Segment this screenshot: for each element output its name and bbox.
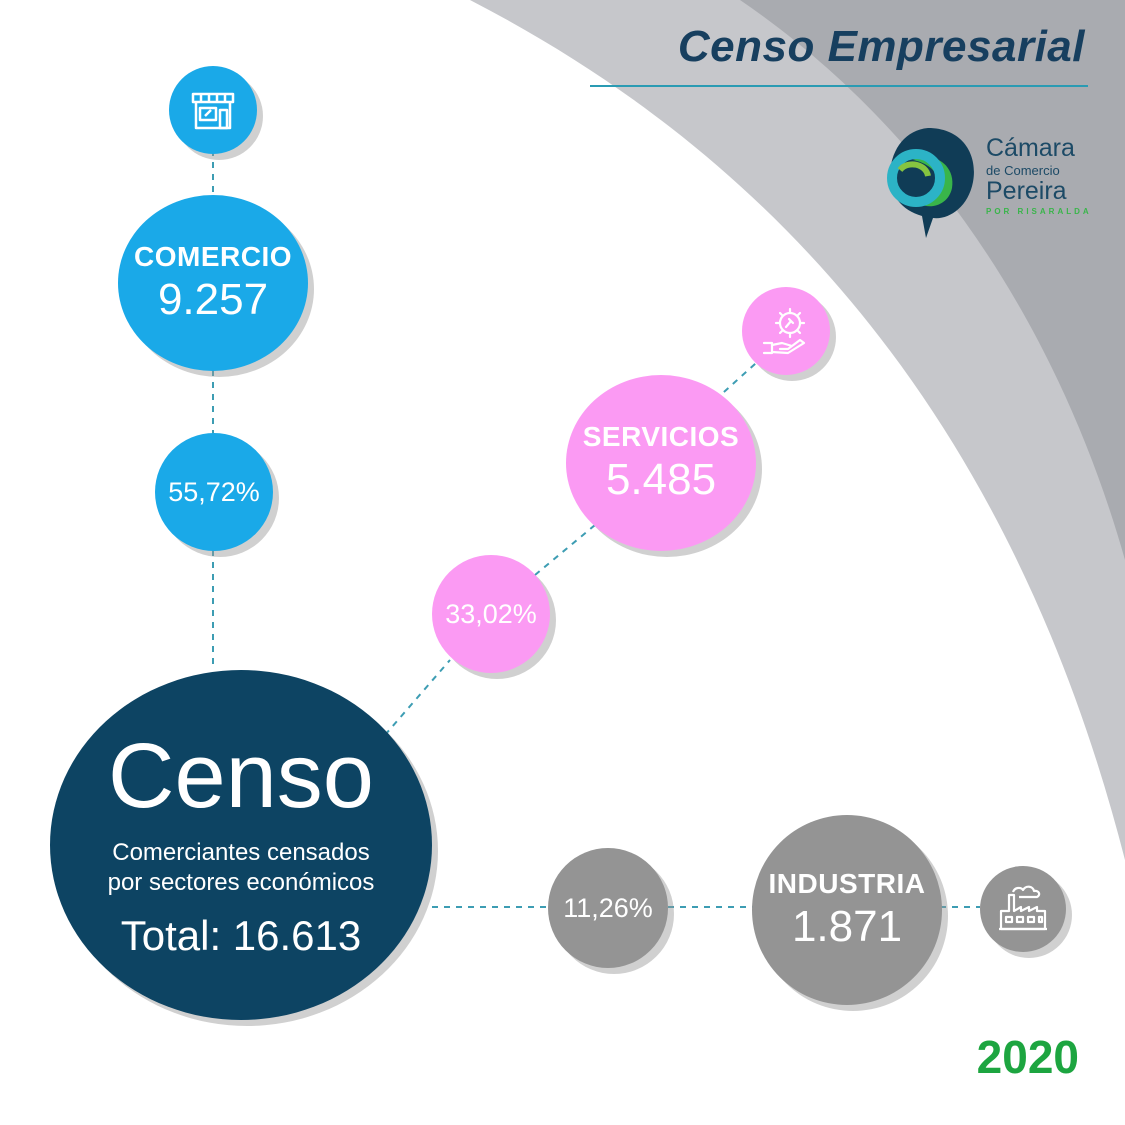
censo-total: Total: 16.613: [120, 912, 362, 959]
comercio-circle: COMERCIO 9.257: [118, 195, 308, 371]
censo-subtitle: Comerciantes censados por sectores econó…: [108, 838, 375, 898]
servicios-circle: SERVICIOS 5.485: [566, 375, 756, 551]
title-underline: [590, 85, 1088, 87]
chamber-logo-icon: [887, 128, 974, 238]
industria-circle: INDUSTRIA 1.871: [752, 815, 942, 1005]
logo-line-pereira: Pereira: [986, 177, 1067, 205]
censo-title: Censo: [108, 725, 374, 827]
page-title: Censo Empresarial: [677, 22, 1085, 71]
censo-subtitle-line1: Comerciantes censados: [112, 839, 370, 866]
store-icon: [191, 92, 235, 130]
chamber-logo: Cámara de Comercio Pereira POR RISARALDA: [878, 120, 1108, 240]
comercio-percent: 55,72%: [168, 476, 260, 507]
comercio-value: 9.257: [157, 275, 269, 324]
factory-icon: [999, 885, 1047, 931]
industria-icon-circle: [980, 866, 1066, 952]
industria-percent: 11,26%: [563, 892, 653, 923]
servicios-percent: 33,02%: [445, 598, 537, 629]
year-label: 2020: [976, 1031, 1079, 1083]
servicios-value: 5.485: [605, 455, 717, 504]
comercio-label: COMERCIO: [134, 241, 292, 272]
industria-value: 1.871: [791, 902, 903, 951]
logo-line-camara: Cámara: [986, 134, 1075, 162]
industria-percent-circle: 11,26%: [548, 848, 668, 968]
comercio-percent-circle: 55,72%: [155, 433, 273, 551]
logo-line-risaralda: POR RISARALDA: [986, 207, 1092, 216]
censo-subtitle-line2: por sectores económicos: [107, 869, 375, 896]
chamber-logo-text: Cámara de Comercio Pereira POR RISARALDA: [986, 136, 1092, 216]
logo-line-comercio: de Comercio: [986, 163, 1060, 178]
comercio-icon-circle: [169, 66, 257, 154]
servicios-percent-circle: 33,02%: [432, 555, 550, 673]
servicios-label: SERVICIOS: [582, 421, 740, 452]
industria-label: INDUSTRIA: [768, 868, 926, 899]
servicios-icon-circle: [742, 287, 830, 375]
gear-hand-icon: [762, 307, 806, 355]
censo-main-circle: Censo Comerciantes censados por sectores…: [50, 670, 432, 1020]
